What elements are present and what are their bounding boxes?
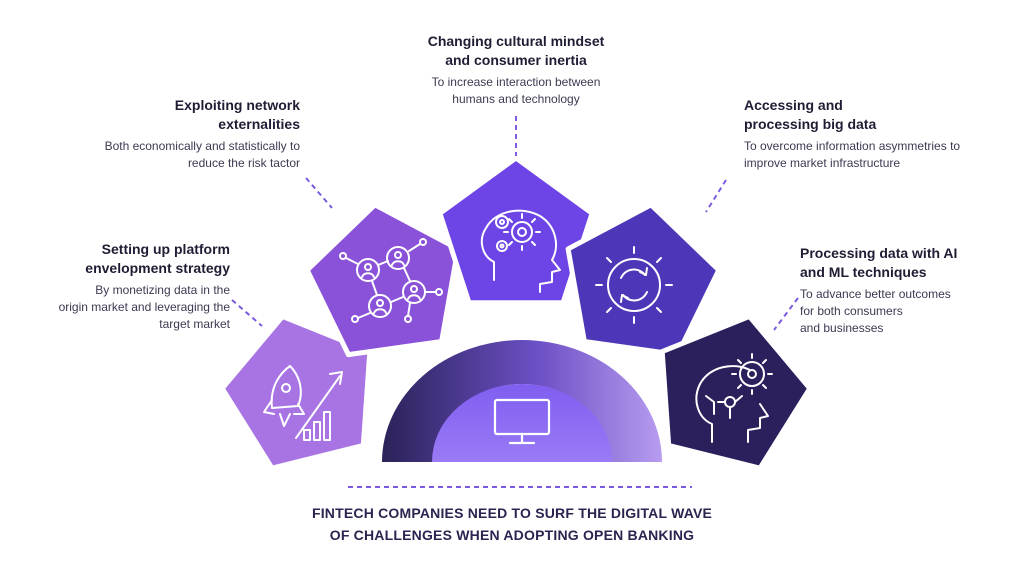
item-title: Setting up platform envelopment strategy — [85, 241, 230, 276]
item-cultural-mindset: Changing cultural mindset and consumer i… — [376, 32, 656, 108]
item-ai-ml: Processing data with AI and ML technique… — [800, 244, 1010, 337]
rocket-growth-icon — [263, 365, 343, 441]
pentagon-ai-ml — [659, 313, 813, 471]
item-desc: By monetizing data in the origin market … — [58, 283, 230, 331]
monitor-icon — [493, 398, 551, 445]
network-people-icon — [339, 238, 443, 323]
pentagon-big-data — [565, 202, 722, 358]
center-dome — [432, 384, 612, 462]
item-title: Exploiting network externalities — [174, 97, 300, 132]
connector-line-4 — [705, 179, 727, 213]
footer-caption: FINTECH COMPANIES NEED TO SURF THE DIGIT… — [311, 505, 713, 543]
item-big-data: Accessing and processing big data To ove… — [744, 96, 1004, 172]
gear-cycle-icon — [595, 246, 673, 324]
connector-line-2 — [305, 177, 333, 209]
item-title: Accessing and processing big data — [744, 97, 877, 132]
item-desc: To increase interaction between humans a… — [431, 75, 601, 106]
ai-head-icon — [695, 353, 773, 443]
center-arc-band — [382, 340, 662, 462]
pentagon-cultural-mindset — [437, 155, 595, 306]
connector-line-5 — [773, 297, 799, 331]
item-desc: To advance better outcomes for both cons… — [800, 287, 951, 335]
head-gears-icon — [480, 209, 561, 293]
pentagon-network-externalities — [304, 202, 461, 358]
item-desc: Both economically and statistically to r… — [104, 139, 300, 170]
item-title: Changing cultural mindset and consumer i… — [427, 33, 605, 68]
item-network-externalities: Exploiting network externalities Both ec… — [70, 96, 300, 172]
item-desc: To overcome information asymmetries to i… — [744, 139, 961, 170]
connector-line-1 — [231, 299, 263, 327]
item-setting-up-platform: Setting up platform envelopment strategy… — [40, 240, 230, 333]
item-title: Processing data with AI and ML technique… — [800, 245, 958, 280]
